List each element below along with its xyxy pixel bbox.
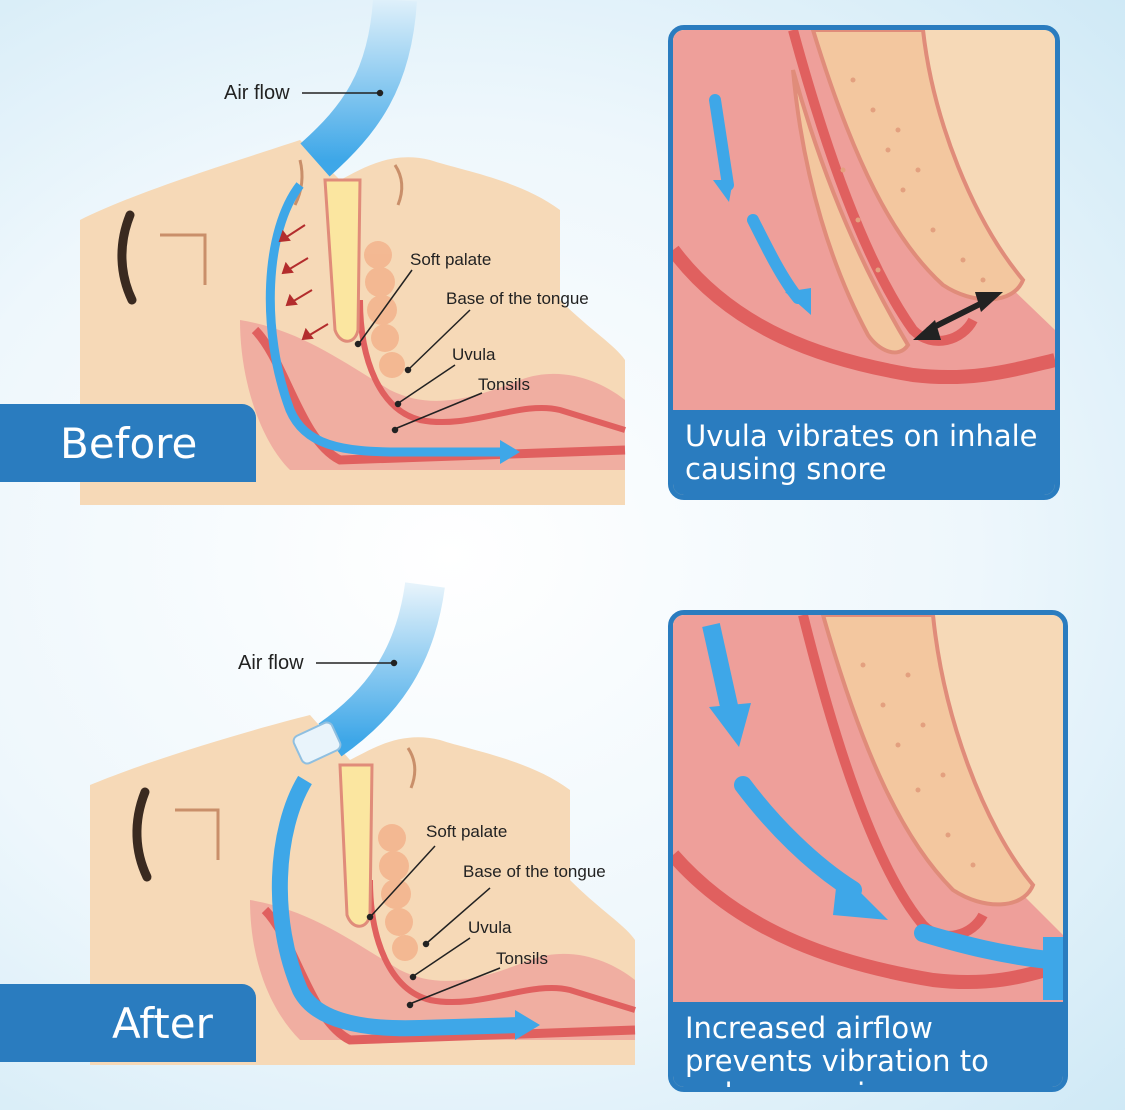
before-air-flow-label: Air flow — [224, 82, 290, 105]
before-zoom-illustration — [673, 30, 1055, 420]
before-tonsils-label: Tonsils — [478, 375, 530, 395]
before-zoom-panel: Uvula vibrates on inhale causing snore — [668, 25, 1060, 500]
after-base-of-tongue-label: Base of the tongue — [463, 862, 606, 882]
after-air-flow-label: Air flow — [238, 652, 304, 675]
after-caption: Increased airflow prevents vibration to … — [673, 1002, 1063, 1087]
before-base-of-tongue-label: Base of the tongue — [446, 289, 589, 309]
before-tab: Before — [0, 404, 256, 482]
after-zoom-illustration — [673, 615, 1063, 1007]
after-zoom-panel: Increased airflow prevents vibration to … — [668, 610, 1068, 1092]
after-soft-palate-label: Soft palate — [426, 822, 507, 842]
after-tonsils-label: Tonsils — [496, 949, 548, 969]
before-caption: Uvula vibrates on inhale causing snore — [673, 410, 1055, 495]
after-uvula-label: Uvula — [468, 918, 511, 938]
before-soft-palate-label: Soft palate — [410, 250, 491, 270]
before-uvula-label: Uvula — [452, 345, 495, 365]
after-tab: After — [0, 984, 256, 1062]
